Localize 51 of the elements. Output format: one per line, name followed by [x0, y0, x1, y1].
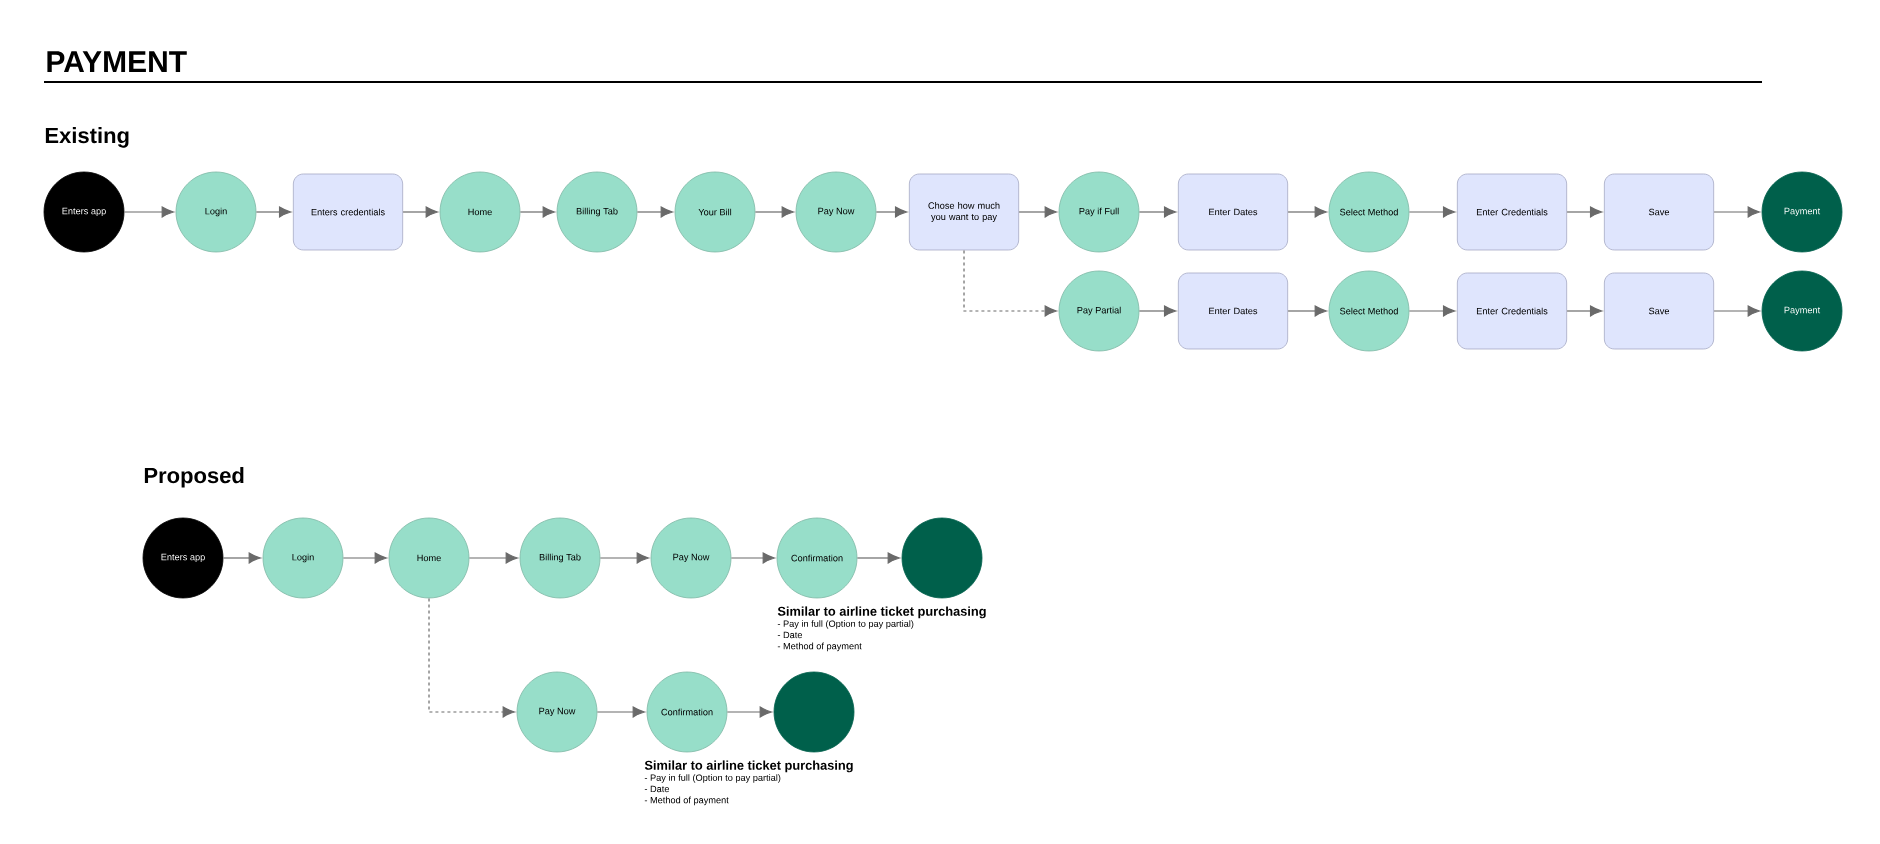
note: Similar to airline ticket purchasing - Pay in full (Option to pay partial) - Date - Method of payment [644, 760, 853, 806]
arrow [1018, 206, 1058, 218]
arrow [1287, 305, 1328, 317]
arrow [754, 206, 794, 218]
node-label: - Date [777, 631, 803, 639]
arrow [255, 206, 292, 218]
end-circle [901, 517, 983, 599]
section-heading: Proposed [144, 467, 244, 488]
node-label: - Pay in full (Option to pay partial) [777, 620, 914, 629]
arrow [1713, 206, 1761, 218]
arrow [596, 706, 645, 718]
node-label: - Method of payment [777, 642, 862, 652]
arrow [1138, 305, 1177, 317]
arrow [730, 552, 775, 564]
step-box: Chose how much you want to pay [908, 173, 1020, 251]
step-box: Enter Dates [1177, 173, 1289, 251]
arrow [599, 552, 649, 564]
arrow [963, 249, 1058, 317]
arrow [468, 552, 519, 564]
arrow [1566, 206, 1603, 218]
node-label: - Pay in full (Option to pay partial) [644, 774, 781, 783]
step-box: Enter Credentials [1456, 272, 1568, 350]
title: PAYMENT [47, 51, 187, 72]
arrow [402, 206, 439, 218]
step-box: Save [1603, 272, 1715, 350]
step-box: Save [1603, 173, 1715, 251]
note: Similar to airline ticket purchasing - Pay in full (Option to pay partial) - Date - Method of payment [777, 606, 986, 652]
arrow [636, 206, 674, 218]
arrow [1408, 206, 1456, 218]
node-label: Similar to airline ticket purchasing [777, 606, 986, 619]
arrow [1287, 206, 1328, 218]
node-label: - Date [644, 785, 670, 793]
arrow [1138, 206, 1177, 218]
arrow [1713, 305, 1761, 317]
arrow [726, 706, 773, 718]
arrow [519, 206, 556, 218]
arrow [1408, 305, 1456, 317]
node-label: Similar to airline ticket purchasing [644, 760, 853, 773]
step-box: Enter Dates [1177, 272, 1289, 350]
arrow [342, 552, 388, 564]
arrow [123, 206, 175, 218]
arrow [875, 206, 908, 218]
arrow [1566, 305, 1603, 317]
node-label: - Method of payment [644, 796, 729, 806]
step-box: Enter Credentials [1456, 173, 1568, 251]
section-heading: Existing [45, 127, 129, 148]
step-box: Enters credentials [292, 173, 404, 251]
arrow [222, 552, 262, 564]
arrow [428, 597, 515, 718]
end-circle [773, 671, 855, 753]
arrow [856, 552, 901, 564]
